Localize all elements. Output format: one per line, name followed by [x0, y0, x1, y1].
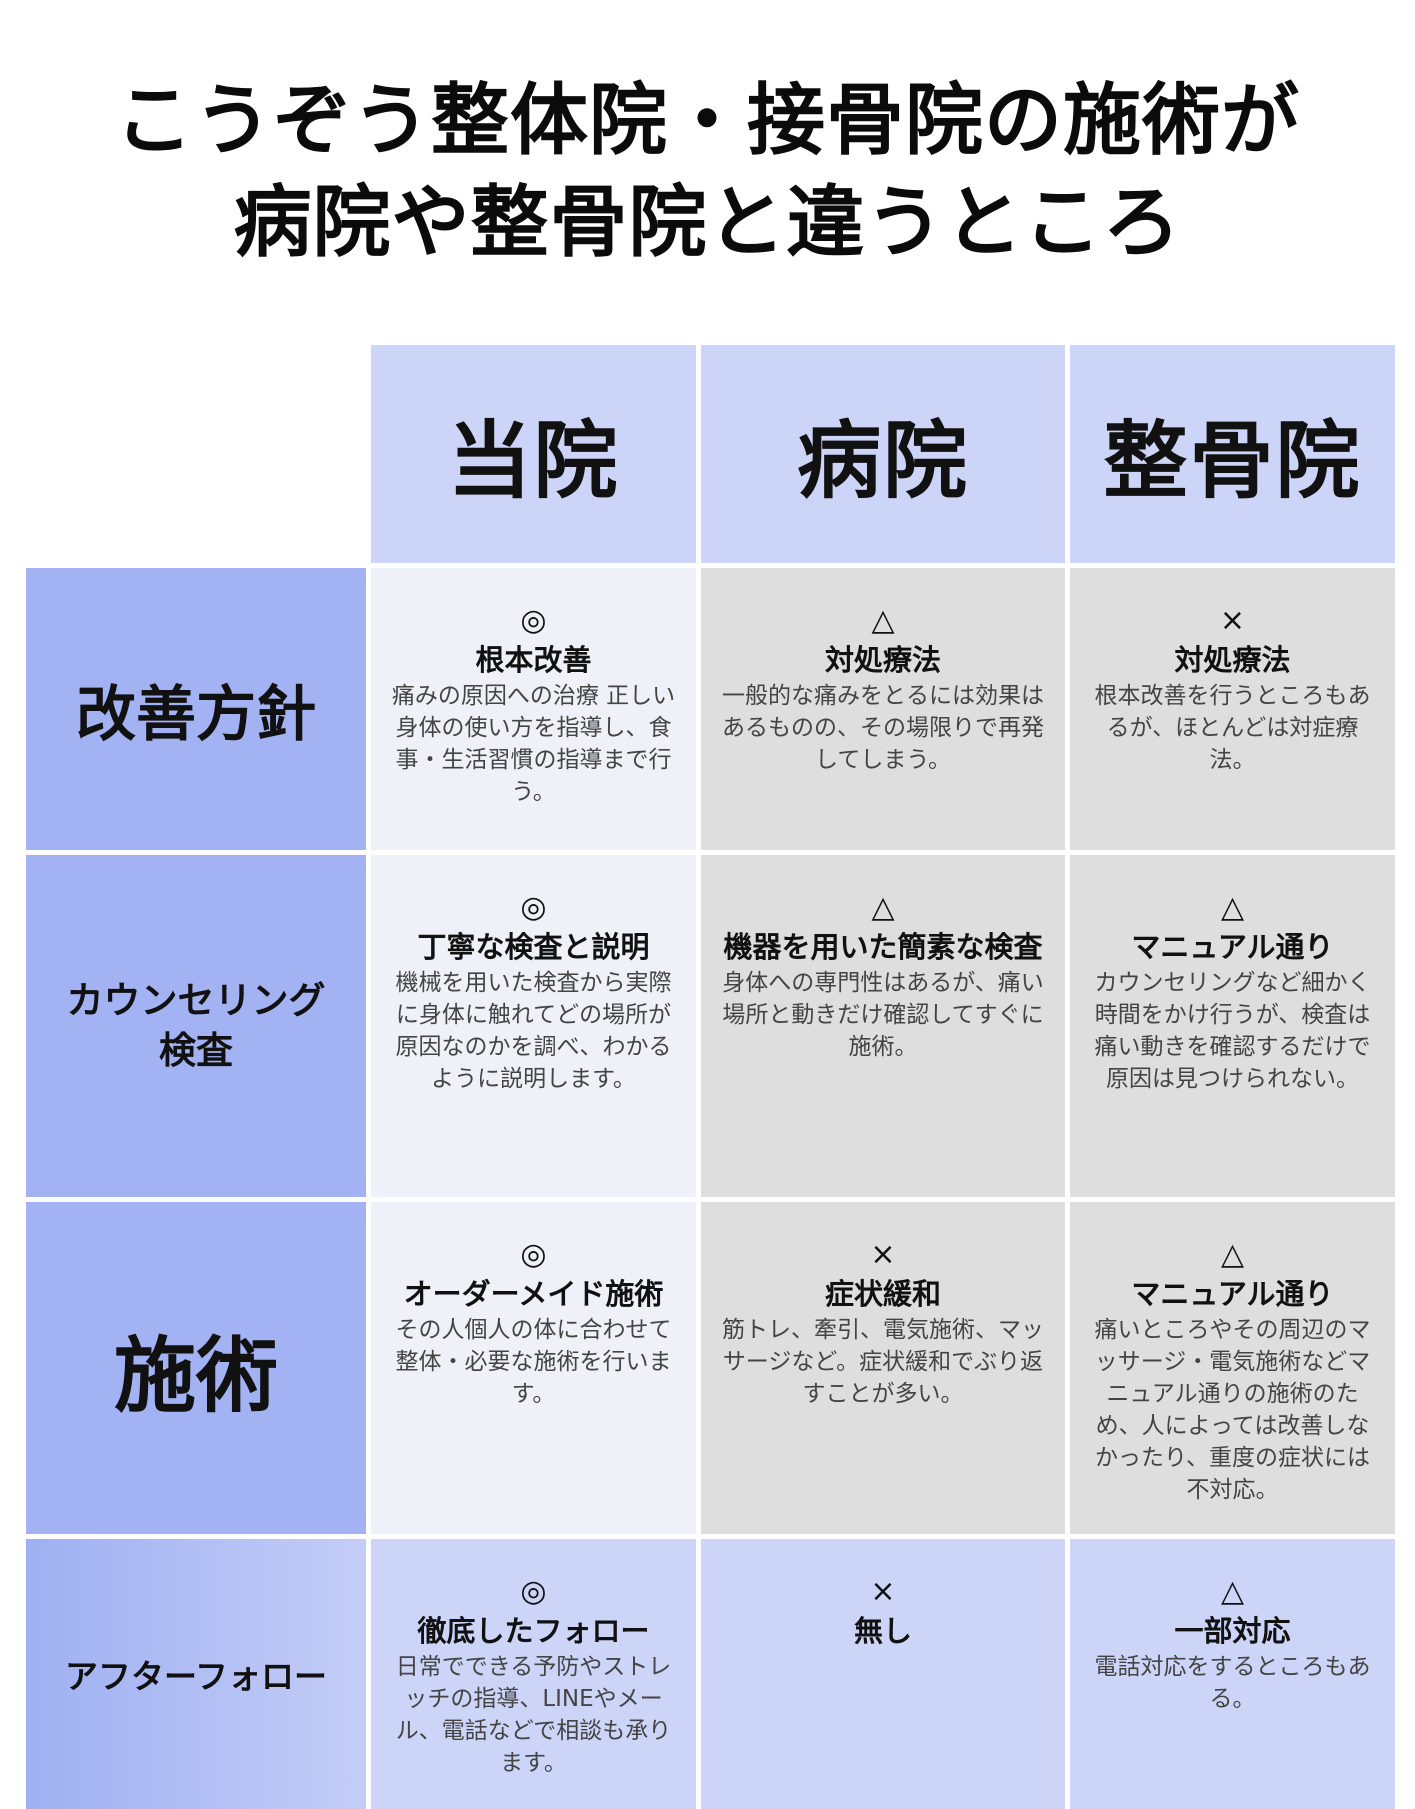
table-cell: × 対処療法 根本改善を行うところもあるが、ほとんどは対症療法。	[1070, 568, 1395, 850]
cell-text: 電話対応をするところもある。	[1094, 1654, 1371, 1712]
cell-heading: 無し	[853, 1614, 912, 1648]
table-cell: △ 機器を用いた簡素な検査 身体への専門性はあるが、痛い場所と動きだけ確認してす…	[701, 855, 1065, 1197]
cell-text: 根本改善を行うところもあるが、ほとんどは対症療法。	[1094, 683, 1371, 773]
double-circle-icon: ◎	[520, 890, 547, 925]
cell-heading: 徹底したフォロー	[417, 1614, 650, 1648]
row-header-treatment: 施術	[26, 1202, 366, 1534]
cell-heading: オーダーメイド施術	[403, 1277, 664, 1311]
cross-icon: ×	[870, 1237, 896, 1272]
cell-heading: 対処療法	[824, 643, 941, 677]
table-cell: × 症状緩和 筋トレ、牽引、電気施術、マッサージなど。症状緩和でぶり返すことが多…	[701, 1202, 1065, 1534]
cell-heading: 機器を用いた簡素な検査	[723, 930, 1043, 964]
double-circle-icon: ◎	[520, 603, 547, 638]
table-cell: ◎ 丁寧な検査と説明 機械を用いた検査から実際に身体に触れてどの場所が原因なのか…	[371, 855, 696, 1197]
table-corner	[26, 345, 366, 563]
triangle-icon: △	[871, 603, 895, 638]
cell-heading: マニュアル通り	[1131, 1277, 1334, 1311]
cell-heading: 丁寧な検査と説明	[417, 930, 650, 964]
cell-heading: 対処療法	[1174, 643, 1291, 677]
table-cell: △ マニュアル通り カウンセリングなど細かく時間をかけ行うが、検査は痛い動きを確…	[1070, 855, 1395, 1197]
column-header-ours: 当院	[371, 345, 696, 563]
table-cell: △ 対処療法 一般的な痛みをとるには効果はあるものの、その場限りで再発してしまう…	[701, 568, 1065, 850]
triangle-icon: △	[1220, 1237, 1245, 1272]
row-header-counseling: カウンセリング 検査	[26, 855, 366, 1197]
cell-text: 筋トレ、牽引、電気施術、マッサージなど。症状緩和でぶり返すことが多い。	[722, 1317, 1044, 1407]
cell-heading: 一部対応	[1174, 1614, 1291, 1648]
cell-text: その人個人の体に合わせて整体・必要な施術を行います。	[395, 1317, 672, 1407]
cell-text: 機械を用いた検査から実際に身体に触れてどの場所が原因なのかを調べ、わかるように説…	[395, 970, 672, 1092]
cell-text: 痛みの原因への治療 正しい身体の使い方を指導し、食事・生活習慣の指導まで行う。	[391, 683, 676, 805]
cell-text: カウンセリングなど細かく時間をかけ行うが、検査は痛い動きを確認するだけで原因は見…	[1094, 970, 1371, 1092]
cell-text: 一般的な痛みをとるには効果はあるものの、その場限りで再発してしまう。	[722, 683, 1044, 773]
comparison-table: 当院 病院 整骨院 改善方針 ◎ 根本改善 痛みの原因への治療 正しい身体の使い…	[26, 345, 1395, 1809]
title-line-2: 病院や整骨院と違うところ	[233, 178, 1182, 268]
cell-heading: 症状緩和	[824, 1277, 941, 1311]
cross-icon: ×	[1219, 603, 1246, 638]
triangle-icon: △	[1220, 1574, 1245, 1609]
triangle-icon: △	[871, 890, 895, 925]
title-line-1: こうぞう整体院・接骨院の施術が	[114, 76, 1300, 166]
double-circle-icon: ◎	[520, 1237, 547, 1272]
table-cell: ◎ 徹底したフォロー 日常でできる予防やストレッチの指導、LINEやメール、電話…	[371, 1539, 696, 1809]
table-cell: △ 一部対応 電話対応をするところもある。	[1070, 1539, 1395, 1809]
triangle-icon: △	[1220, 890, 1245, 925]
cell-text: 身体への専門性はあるが、痛い場所と動きだけ確認してすぐに施術。	[722, 970, 1044, 1060]
cell-text: 痛いところやその周辺のマッサージ・電気施術などマニュアル通りの施術のため、人によ…	[1094, 1317, 1371, 1503]
cross-icon: ×	[870, 1574, 896, 1609]
cell-heading: 根本改善	[475, 643, 592, 677]
row-header-policy: 改善方針	[26, 568, 366, 850]
cell-text: 日常でできる予防やストレッチの指導、LINEやメール、電話などで相談も承ります。	[395, 1654, 672, 1776]
column-header-seikotsuin: 整骨院	[1070, 345, 1395, 563]
table-cell: △ マニュアル通り 痛いところやその周辺のマッサージ・電気施術などマニュアル通り…	[1070, 1202, 1395, 1534]
table-cell: ◎ オーダーメイド施術 その人個人の体に合わせて整体・必要な施術を行います。	[371, 1202, 696, 1534]
cell-heading: マニュアル通り	[1131, 930, 1334, 964]
page-title: こうぞう整体院・接骨院の施術が 病院や整骨院と違うところ	[0, 70, 1415, 274]
table-cell: ◎ 根本改善 痛みの原因への治療 正しい身体の使い方を指導し、食事・生活習慣の指…	[371, 568, 696, 850]
table-cell: × 無し	[701, 1539, 1065, 1809]
row-header-aftercare: アフターフォロー	[26, 1539, 366, 1809]
row-header-label: カウンセリング 検査	[66, 979, 326, 1072]
column-header-hospital: 病院	[701, 345, 1065, 563]
double-circle-icon: ◎	[520, 1574, 547, 1609]
